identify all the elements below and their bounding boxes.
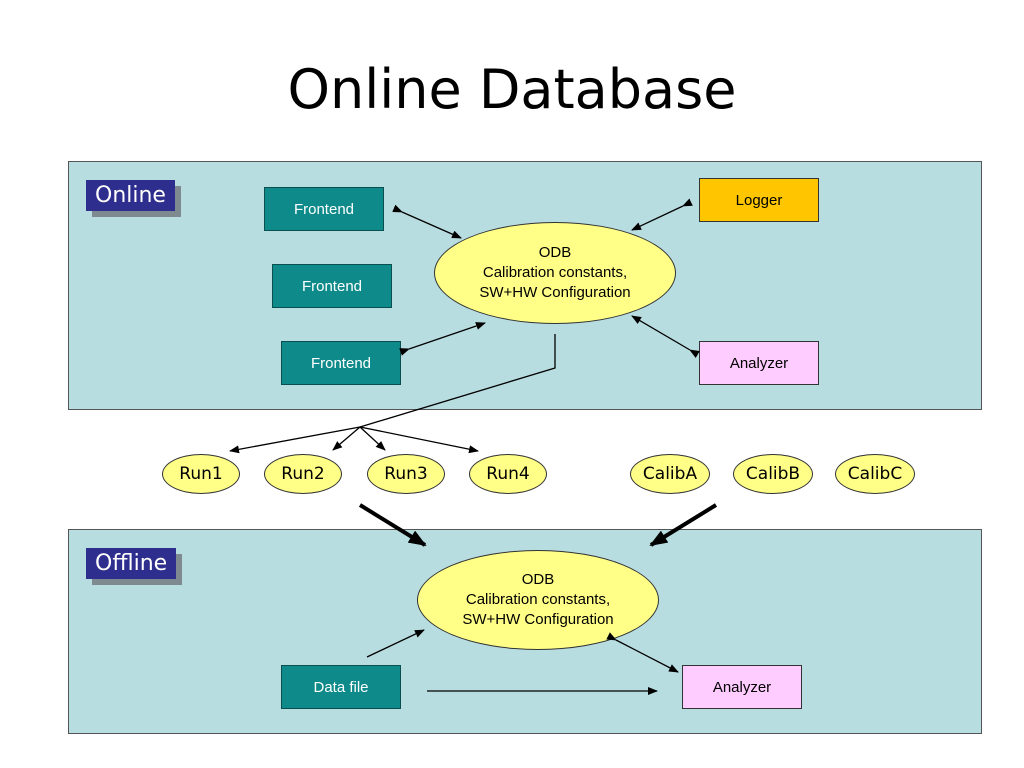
link-odb-analyzer [606, 632, 679, 673]
offline-analyzer-box: Analyzer [682, 665, 802, 709]
link-frontend3-odb [399, 322, 486, 356]
run-pill-1: Run1 [162, 454, 240, 494]
calib-pill-a: CalibA [630, 454, 710, 494]
online-tag: Online [86, 180, 175, 211]
online-analyzer-box: Analyzer [699, 341, 819, 385]
frontend-box-3: Frontend [281, 341, 401, 385]
datafile-box: Data file [281, 665, 401, 709]
arrow-calibs-to-offline [649, 503, 718, 547]
link-to-run2 [332, 426, 361, 451]
calib-pill-b: CalibB [733, 454, 813, 494]
odb-line-configuration: SW+HW Configuration [479, 284, 631, 301]
arrow-runs-to-offline [358, 503, 427, 547]
link-frontend1-odb [392, 204, 462, 239]
odb-line-calibration: Calibration constants, [465, 591, 611, 608]
calib-pill-c: CalibC [835, 454, 915, 494]
link-to-run3 [359, 426, 386, 451]
link-analyzer-odb [631, 315, 700, 359]
odb-title: ODB [538, 244, 572, 261]
link-datafile-odb [366, 629, 425, 658]
page-title: Online Database [287, 58, 737, 121]
run-pill-3: Run3 [367, 454, 445, 494]
link-odb-runs [359, 334, 556, 428]
offline-odb-ellipse: ODB Calibration constants, SW+HW Configu… [417, 550, 659, 650]
link-to-run4 [359, 426, 479, 454]
offline-tag: Offline [86, 548, 177, 579]
run-pill-4: Run4 [469, 454, 547, 494]
odb-line-configuration: SW+HW Configuration [462, 611, 614, 628]
link-logger-odb [631, 198, 693, 231]
odb-line-calibration: Calibration constants, [482, 264, 628, 281]
link-to-run1 [229, 426, 361, 454]
logger-box: Logger [699, 178, 819, 222]
run-pill-2: Run2 [264, 454, 342, 494]
odb-title: ODB [521, 571, 555, 588]
frontend-box-2: Frontend [272, 264, 392, 308]
frontend-box-1: Frontend [264, 187, 384, 231]
online-odb-ellipse: ODB Calibration constants, SW+HW Configu… [434, 222, 676, 324]
